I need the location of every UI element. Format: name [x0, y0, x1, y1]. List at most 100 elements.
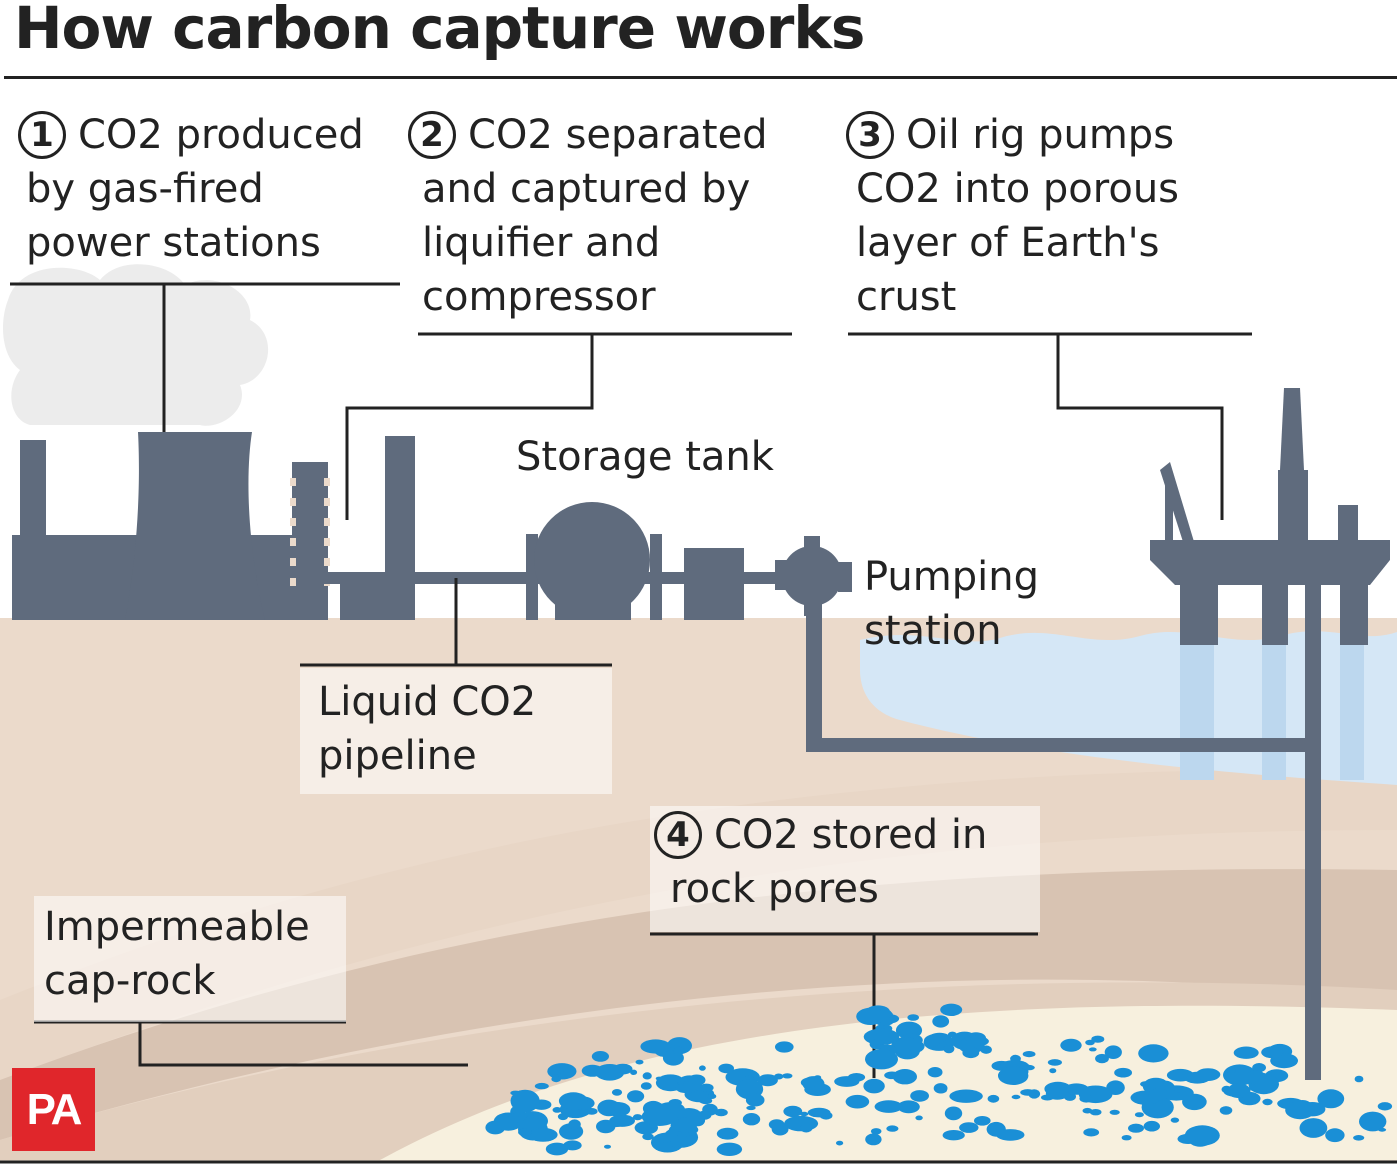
- co2-bubble: [935, 1086, 948, 1094]
- co2-bubble: [528, 1127, 558, 1142]
- co2-bubble: [863, 1078, 885, 1094]
- pumping-station-line: station: [864, 608, 1002, 654]
- title-rule: [4, 76, 1397, 79]
- co2-bubble: [1182, 1093, 1207, 1111]
- co2-bubble: [847, 1073, 866, 1082]
- co2-bubble: [845, 1094, 870, 1109]
- co2-bubble: [609, 1101, 624, 1111]
- cap-rock-label-box: [34, 896, 346, 1022]
- co2-bubble: [1233, 1046, 1259, 1059]
- co2-bubble: [1079, 1094, 1093, 1103]
- co2-bubble: [586, 1108, 598, 1115]
- co2-bubble: [568, 1119, 581, 1130]
- step-4-line: rock pores: [670, 866, 879, 912]
- co2-bubble: [640, 1039, 671, 1054]
- co2-bubble: [910, 1090, 929, 1102]
- step-2-line: CO2 separated: [468, 112, 768, 158]
- co2-bubble: [1170, 1117, 1180, 1123]
- co2-bubble: [949, 1089, 983, 1103]
- cap-rock-line: Impermeable: [44, 904, 310, 950]
- co2-bubble: [714, 1108, 728, 1117]
- co2-bubble: [891, 1037, 920, 1054]
- co2-bubble: [1174, 1086, 1187, 1093]
- co2-bubble: [640, 1082, 652, 1090]
- co2-bubble: [963, 1047, 979, 1056]
- co2-bubble: [1134, 1112, 1144, 1118]
- pipeline-line: Liquid CO2: [318, 679, 537, 725]
- co2-bubble: [1262, 1098, 1273, 1106]
- power-station: [12, 432, 415, 620]
- step-4-label-box: [650, 806, 1040, 932]
- pipework: [312, 502, 1316, 752]
- co2-bubble: [1195, 1068, 1221, 1081]
- co2-bubble: [1045, 1086, 1069, 1100]
- pipeline-label: Liquid CO2 pipeline: [318, 675, 536, 783]
- co2-bubble: [757, 1074, 778, 1087]
- co2-bubble: [940, 1003, 963, 1016]
- co2-bubble: [642, 1133, 654, 1141]
- co2-bubble: [768, 1119, 785, 1130]
- step-3-line: Oil rig pumps: [906, 112, 1175, 158]
- step-1-number: 1: [18, 111, 66, 159]
- co2-bubble: [886, 1125, 899, 1132]
- co2-bubble: [799, 1111, 809, 1117]
- co2-bubble: [892, 1069, 918, 1085]
- co2-bubble: [1020, 1089, 1036, 1096]
- co2-bubble: [1095, 1053, 1109, 1064]
- co2-bubble: [1227, 1083, 1251, 1099]
- co2-bubble: [675, 1117, 696, 1133]
- co2-bubble: [1245, 1070, 1266, 1085]
- co2-bubble: [1261, 1046, 1284, 1059]
- co2-bubble: [1252, 1063, 1266, 1073]
- co2-bubble: [745, 1093, 765, 1107]
- co2-bubble: [915, 1115, 923, 1121]
- co2-bubble: [1083, 1128, 1100, 1137]
- co2-bubble: [545, 1142, 569, 1156]
- co2-bubble: [510, 1089, 540, 1113]
- co2-bubble: [595, 1064, 625, 1081]
- co2-bubble: [1022, 1051, 1036, 1058]
- co2-bubble: [630, 1069, 638, 1076]
- co2-bubble: [814, 1075, 822, 1080]
- co2-bubble: [1114, 1067, 1132, 1078]
- co2-bubble: [632, 1114, 643, 1121]
- co2-bubble: [1011, 1094, 1021, 1100]
- rig-leg-reflection: [1340, 640, 1364, 780]
- co2-bubble: [907, 1014, 919, 1021]
- co2-bubble: [1225, 1067, 1236, 1074]
- pumping-station-label: Pumping station: [864, 550, 1039, 658]
- step-1-line: by gas-fired: [26, 166, 264, 212]
- steam-cloud: [3, 264, 269, 426]
- co2-bubble: [1091, 1035, 1105, 1043]
- co2-bubble: [549, 1065, 564, 1075]
- step-2-line: compressor: [422, 274, 656, 320]
- co2-bubble: [974, 1116, 991, 1126]
- step-3-number: 3: [846, 111, 894, 159]
- rig-leg-reflection: [1262, 640, 1286, 780]
- co2-bubble: [1128, 1123, 1144, 1133]
- co2-bubble: [1089, 1109, 1102, 1116]
- co2-bubble: [964, 1036, 972, 1041]
- co2-bubble: [611, 1089, 623, 1096]
- co2-bubble: [1047, 1059, 1062, 1066]
- step-3-line: crust: [856, 274, 957, 320]
- co2-bubble: [1109, 1109, 1120, 1115]
- co2-bubble: [699, 1065, 706, 1071]
- scrubber-tower-ribs: [290, 478, 330, 586]
- co2-bubble: [518, 1128, 532, 1137]
- co2-bubble: [986, 1121, 1006, 1137]
- co2-bubble: [865, 1049, 898, 1070]
- co2-bubble: [874, 1100, 903, 1113]
- co2-bubble: [899, 1047, 912, 1057]
- co2-bubble: [875, 1044, 885, 1049]
- co2-bubble: [932, 1015, 950, 1028]
- co2-bubble: [675, 1083, 698, 1094]
- leader-lines: [10, 282, 1252, 1078]
- co2-bubble: [865, 1133, 882, 1146]
- co2-bubble: [699, 1083, 714, 1092]
- co2-bubble: [782, 1073, 793, 1079]
- co2-bubble: [959, 1122, 979, 1133]
- page-title: How carbon capture works: [14, 0, 865, 62]
- co2-bubble: [1143, 1120, 1161, 1132]
